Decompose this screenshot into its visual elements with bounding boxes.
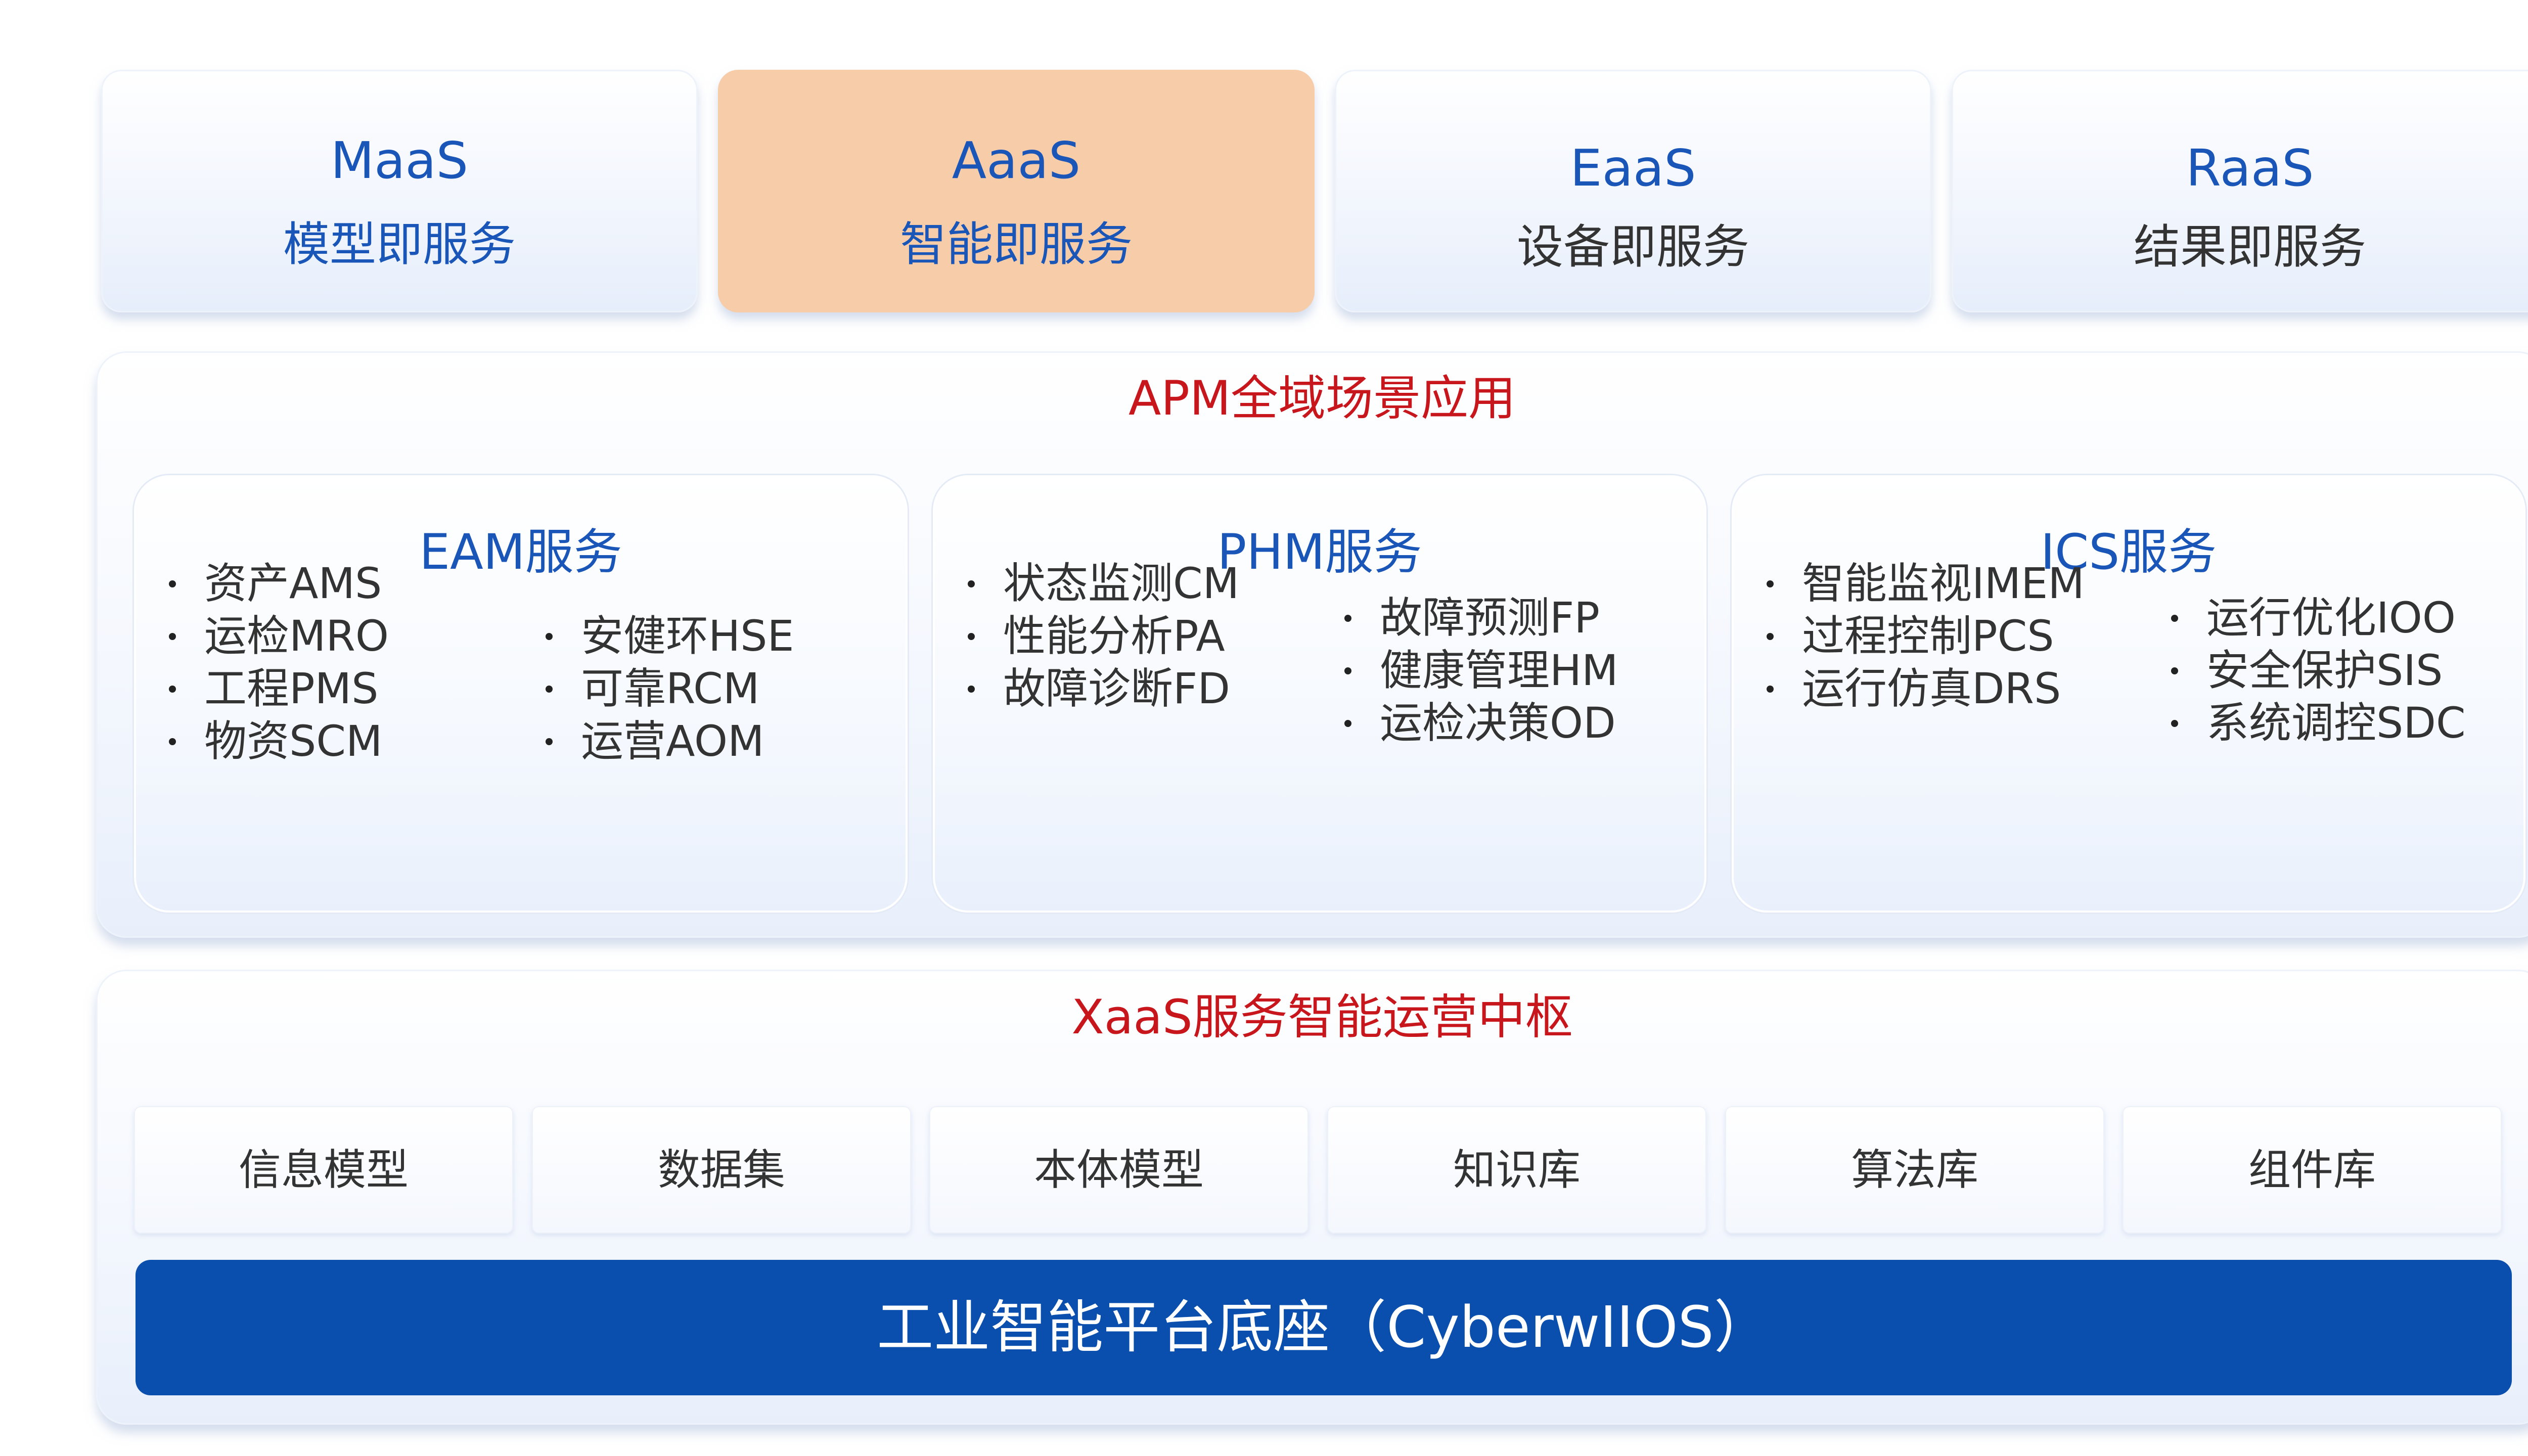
xaas-title: XaaS服务智能运营中枢 bbox=[1071, 990, 1573, 1045]
service-card-cn: 设备即服务 bbox=[1516, 220, 1749, 274]
service-card-cn: 结果即服务 bbox=[2133, 220, 2366, 274]
service-card-raas: RaaS 结果即服务 bbox=[1952, 70, 2528, 312]
eam-service-box: EAM服务 资产AMS 运检MRO 工程PMS 物资SCM 安健环HSE 可靠R… bbox=[134, 475, 908, 913]
eam-list-col1: 资产AMS 运检MRO 工程PMS 物资SCM bbox=[136, 557, 389, 767]
list-item: 运行仿真DRS bbox=[1734, 662, 2085, 715]
ics-list-col1: 智能监视IMEM 过程控制PCS 运行仿真DRS bbox=[1734, 557, 2085, 715]
list-item: 安健环HSE bbox=[513, 610, 794, 662]
list-item: 故障诊断FD bbox=[935, 662, 1239, 715]
service-card-maas: MaaS 模型即服务 bbox=[101, 70, 698, 312]
library-box: 组件库 bbox=[2123, 1106, 2502, 1234]
list-item: 系统调控SDC bbox=[2138, 697, 2466, 749]
phm-list-col2: 故障预测FP 健康管理HM 运检决策OD bbox=[1312, 592, 1618, 749]
list-item: 运行优化IOO bbox=[2138, 592, 2466, 644]
apm-title: APM全域场景应用 bbox=[1128, 371, 1516, 426]
list-item: 智能监视IMEM bbox=[1734, 557, 2085, 610]
list-item: 健康管理HM bbox=[1312, 644, 1618, 697]
service-card-en: EaaS bbox=[1570, 139, 1696, 198]
service-card-aaas: AaaS 智能即服务 bbox=[718, 70, 1315, 312]
service-card-en: RaaS bbox=[2186, 139, 2314, 198]
list-item: 运检MRO bbox=[136, 610, 389, 662]
phm-service-box: PHM服务 状态监测CM 性能分析PA 故障诊断FD 故障预测FP 健康管理HM… bbox=[933, 475, 1706, 913]
phm-title: PHM服务 bbox=[1217, 524, 1422, 580]
library-box: 算法库 bbox=[1725, 1106, 2104, 1234]
list-item: 资产AMS bbox=[136, 557, 389, 610]
list-item: 工程PMS bbox=[136, 662, 389, 715]
list-item: 运营AOM bbox=[513, 715, 794, 767]
library-box: 信息模型 bbox=[134, 1106, 513, 1234]
platform-base-bar: 工业智能平台底座（CyberwIIOS） bbox=[136, 1260, 2512, 1395]
list-item: 运检决策OD bbox=[1312, 697, 1618, 749]
ics-title: ICS服务 bbox=[2040, 524, 2217, 580]
service-card-en: MaaS bbox=[330, 131, 469, 190]
phm-list-col1: 状态监测CM 性能分析PA 故障诊断FD bbox=[935, 557, 1239, 715]
list-item: 物资SCM bbox=[136, 715, 389, 767]
library-box: 本体模型 bbox=[929, 1106, 1308, 1234]
service-card-cn: 智能即服务 bbox=[899, 217, 1133, 271]
list-item: 安全保护SIS bbox=[2138, 644, 2466, 697]
ics-list-col2: 运行优化IOO 安全保护SIS 系统调控SDC bbox=[2138, 592, 2466, 749]
list-item: 过程控制PCS bbox=[1734, 610, 2085, 662]
list-item: 性能分析PA bbox=[935, 610, 1239, 662]
service-card-eaas: EaaS 设备即服务 bbox=[1335, 70, 1931, 312]
library-box: 知识库 bbox=[1327, 1106, 1706, 1234]
list-item: 可靠RCM bbox=[513, 662, 794, 715]
ics-service-box: ICS服务 智能监视IMEM 过程控制PCS 运行仿真DRS 运行优化IOO 安… bbox=[1732, 475, 2525, 913]
service-card-en: AaaS bbox=[952, 131, 1081, 190]
list-item: 状态监测CM bbox=[935, 557, 1239, 610]
list-item: 故障预测FP bbox=[1312, 592, 1618, 644]
eam-list-col2: 安健环HSE 可靠RCM 运营AOM bbox=[513, 610, 794, 767]
library-box: 数据集 bbox=[532, 1106, 911, 1234]
service-card-cn: 模型即服务 bbox=[283, 217, 516, 271]
eam-title: EAM服务 bbox=[419, 524, 622, 580]
